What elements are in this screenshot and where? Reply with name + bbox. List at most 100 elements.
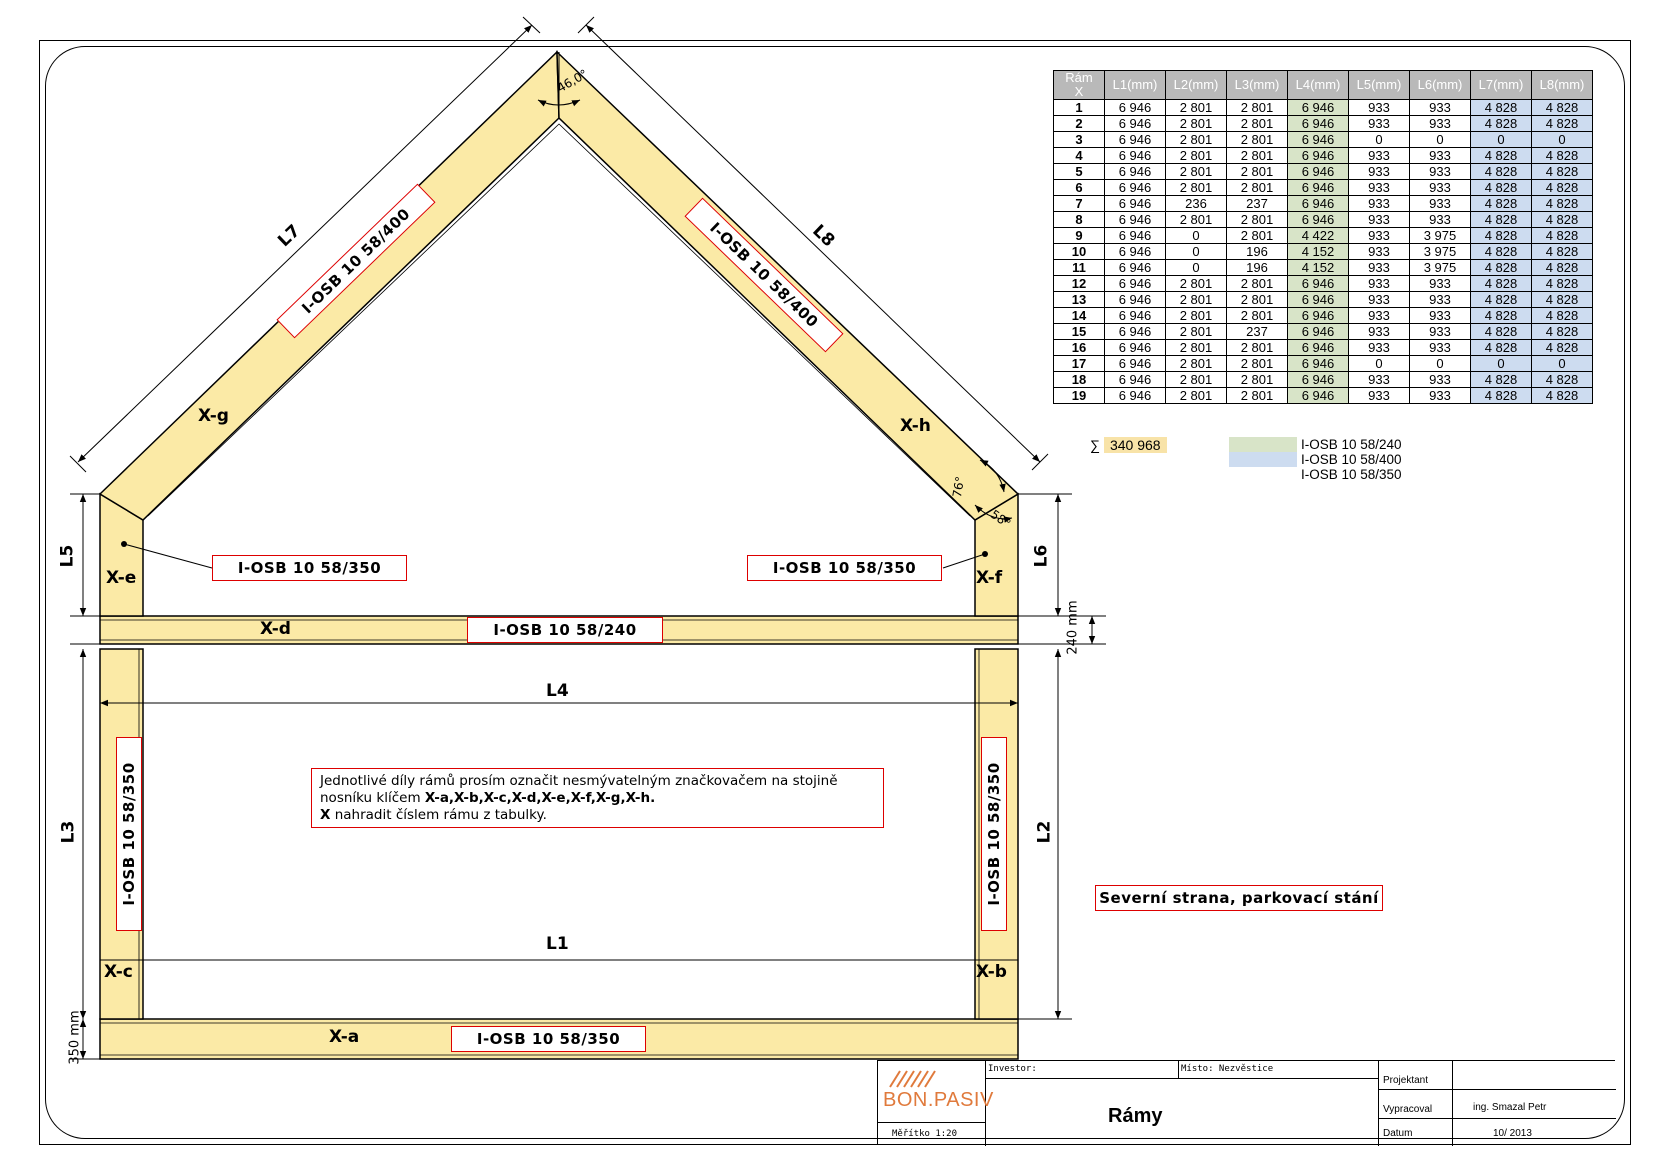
length-cell: 933 bbox=[1409, 291, 1471, 308]
datum-label: Datum bbox=[1383, 1128, 1413, 1139]
length-cell: 6 946 bbox=[1104, 163, 1166, 180]
header-l6: L6(mm) bbox=[1409, 70, 1471, 100]
length-cell: 0 bbox=[1409, 355, 1471, 372]
length-cell: 6 946 bbox=[1287, 99, 1349, 116]
length-cell: 3 975 bbox=[1409, 227, 1471, 244]
header-l5: L5(mm) bbox=[1348, 70, 1410, 100]
length-cell: 4 828 bbox=[1470, 211, 1532, 228]
length-cell: 4 828 bbox=[1470, 339, 1532, 356]
length-cell: 4 828 bbox=[1531, 99, 1593, 116]
length-cell: 0 bbox=[1348, 355, 1410, 372]
length-cell: 4 828 bbox=[1531, 147, 1593, 164]
segment-x-b: X-b bbox=[976, 962, 1007, 982]
length-cell: 0 bbox=[1531, 131, 1593, 148]
length-cell: 933 bbox=[1348, 243, 1410, 260]
side-label: Severní strana, parkovací stání bbox=[1095, 885, 1383, 911]
length-cell: 4 828 bbox=[1470, 163, 1532, 180]
note-line-1: Jednotlivé díly rámů prosím označit nesm… bbox=[320, 773, 838, 789]
frame-number-cell: 14 bbox=[1053, 307, 1105, 324]
length-cell: 2 801 bbox=[1226, 211, 1288, 228]
length-cell: 933 bbox=[1348, 371, 1410, 388]
length-cell: 2 801 bbox=[1165, 371, 1227, 388]
length-cell: 2 801 bbox=[1165, 131, 1227, 148]
length-cell: 4 828 bbox=[1531, 115, 1593, 132]
length-cell: 196 bbox=[1226, 243, 1288, 260]
frame-number-cell: 6 bbox=[1053, 179, 1105, 196]
projektant-label: Projektant bbox=[1383, 1075, 1429, 1086]
frame-number-cell: 3 bbox=[1053, 131, 1105, 148]
length-cell: 4 828 bbox=[1531, 243, 1593, 260]
length-cell: 0 bbox=[1165, 259, 1227, 276]
length-cell: 4 828 bbox=[1531, 179, 1593, 196]
dim-350: 350 mm bbox=[67, 1010, 83, 1065]
title-block: BON.PASIV Měřítko 1:20 Investor: Místo: … bbox=[877, 1060, 1616, 1146]
length-cell: 4 152 bbox=[1287, 259, 1349, 276]
length-cell: 6 946 bbox=[1104, 307, 1166, 324]
length-cell: 6 946 bbox=[1287, 147, 1349, 164]
length-cell: 3 975 bbox=[1409, 259, 1471, 276]
tag-post-c: I-OSB 10 58/350 bbox=[116, 737, 142, 931]
length-cell: 2 801 bbox=[1226, 355, 1288, 372]
sum-value: 340 968 bbox=[1103, 437, 1167, 453]
segment-x-c: X-c bbox=[104, 962, 133, 982]
length-cell: 6 946 bbox=[1104, 115, 1166, 132]
length-cell: 0 bbox=[1470, 355, 1532, 372]
length-cell: 933 bbox=[1409, 115, 1471, 132]
legend-swatch-green bbox=[1229, 437, 1297, 452]
length-cell: 2 801 bbox=[1165, 307, 1227, 324]
length-cell: 6 946 bbox=[1104, 387, 1166, 404]
length-cell: 6 946 bbox=[1104, 227, 1166, 244]
length-cell: 933 bbox=[1409, 163, 1471, 180]
note-line-3-text: nahradit číslem rámu z tabulky. bbox=[330, 807, 547, 823]
length-cell: 237 bbox=[1226, 195, 1288, 212]
length-cell: 0 bbox=[1531, 355, 1593, 372]
length-cell: 2 801 bbox=[1165, 115, 1227, 132]
length-cell: 4 828 bbox=[1470, 195, 1532, 212]
length-cell: 4 828 bbox=[1470, 387, 1532, 404]
length-cell: 2 801 bbox=[1226, 307, 1288, 324]
frame-number-cell: 12 bbox=[1053, 275, 1105, 292]
tag-beam-d: I-OSB 10 58/240 bbox=[467, 617, 663, 643]
length-cell: 4 828 bbox=[1470, 179, 1532, 196]
length-cell: 933 bbox=[1348, 339, 1410, 356]
legend-label-240: I-OSB 10 58/240 bbox=[1301, 437, 1402, 452]
length-cell: 2 801 bbox=[1226, 227, 1288, 244]
length-cell: 2 801 bbox=[1165, 387, 1227, 404]
frame-number-cell: 7 bbox=[1053, 195, 1105, 212]
length-cell: 2 801 bbox=[1226, 147, 1288, 164]
length-cell: 4 828 bbox=[1531, 211, 1593, 228]
length-cell: 2 801 bbox=[1226, 99, 1288, 116]
length-cell: 6 946 bbox=[1104, 195, 1166, 212]
length-cell: 4 828 bbox=[1531, 307, 1593, 324]
length-cell: 2 801 bbox=[1226, 163, 1288, 180]
length-cell: 2 801 bbox=[1165, 291, 1227, 308]
length-cell: 6 946 bbox=[1104, 371, 1166, 388]
frame-number-cell: 8 bbox=[1053, 211, 1105, 228]
tag-post-e: I-OSB 10 58/350 bbox=[212, 555, 407, 581]
length-cell: 933 bbox=[1348, 195, 1410, 212]
segment-x-e: X-e bbox=[106, 568, 137, 588]
length-cell: 6 946 bbox=[1287, 291, 1349, 308]
length-cell: 6 946 bbox=[1104, 291, 1166, 308]
place: Místo: Nezvěstice bbox=[1181, 1064, 1274, 1074]
length-cell: 2 801 bbox=[1226, 179, 1288, 196]
length-cell: 6 946 bbox=[1287, 387, 1349, 404]
tag-post-b: I-OSB 10 58/350 bbox=[981, 737, 1007, 931]
length-cell: 2 801 bbox=[1165, 323, 1227, 340]
length-cell: 933 bbox=[1348, 387, 1410, 404]
sum-total: ∑340 968 bbox=[1090, 437, 1167, 453]
length-cell: 933 bbox=[1409, 147, 1471, 164]
note-line-3: X nahradit číslem rámu z tabulky. bbox=[320, 807, 875, 824]
length-cell: 933 bbox=[1348, 115, 1410, 132]
length-cell: 3 975 bbox=[1409, 243, 1471, 260]
logo-stripes-icon bbox=[889, 1070, 936, 1088]
note-line-3-key: X bbox=[320, 807, 331, 823]
length-cell: 933 bbox=[1409, 307, 1471, 324]
